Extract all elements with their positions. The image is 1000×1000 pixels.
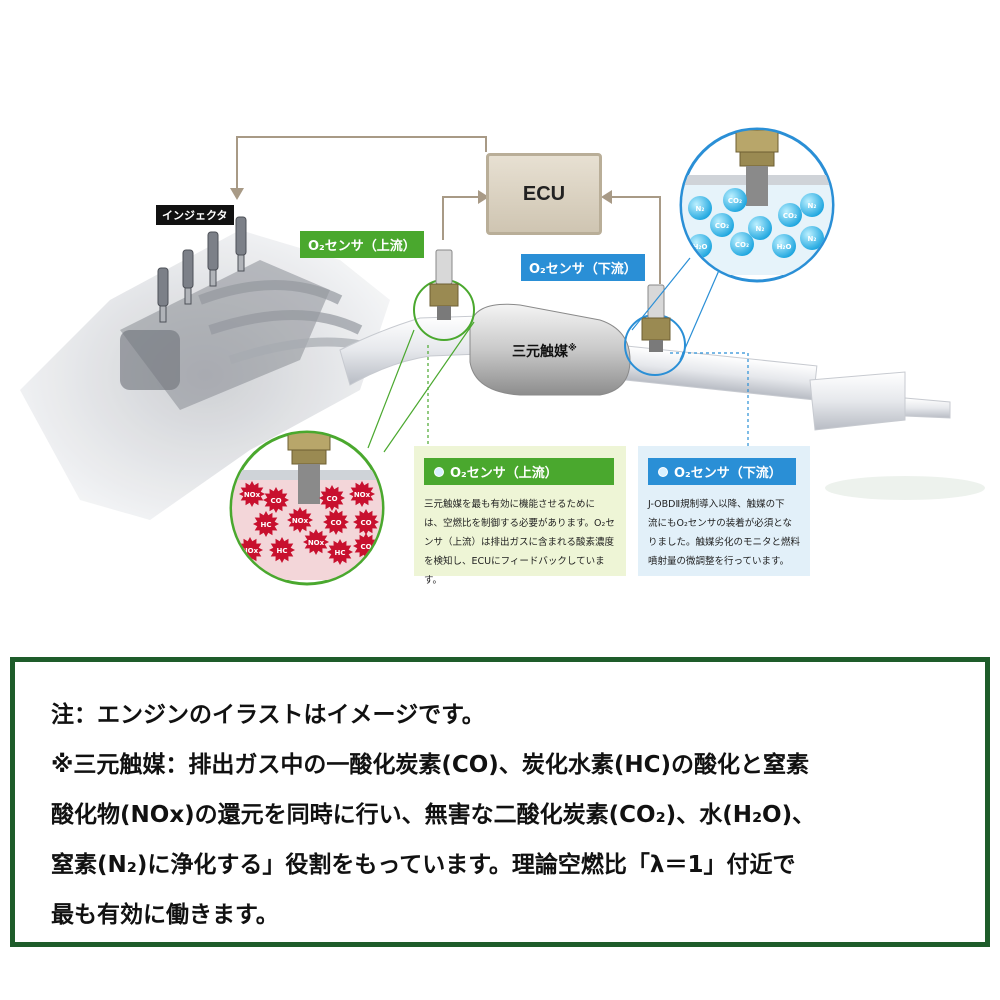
pollutant-label: HC	[277, 547, 288, 555]
pollutant-molecule	[237, 537, 263, 563]
clean-molecule	[772, 234, 796, 258]
catalyst-label: 三元触媒※	[512, 343, 577, 360]
clean-molecule	[710, 213, 734, 237]
clean-molecule	[800, 226, 824, 250]
clean-gas-label: N₂	[756, 225, 765, 233]
downstream-info-box: O₂センサ（下流） J-OBDⅡ規制導入以降、触媒の下 流にもO₂センサの装着が…	[638, 446, 810, 576]
note-line: ※三元触媒：排出ガス中の一酸化炭素(CO)、炭化水素(HC)の酸化と窒素	[51, 752, 809, 778]
clean-gas-label: CO₂	[728, 197, 742, 205]
injectors	[157, 216, 247, 323]
clean-gas-label: N₂	[808, 202, 817, 210]
pollutant-label: CO	[360, 543, 371, 551]
note-line: 最も有効に働きます。	[51, 902, 279, 928]
pollutant-label: NOx	[354, 491, 371, 499]
ecu-box: ECU	[486, 153, 602, 235]
clean-gas-label: H₂O	[693, 243, 708, 251]
pollutant-label: NOx	[244, 491, 261, 499]
pollutant-label: HC	[335, 549, 346, 557]
downstream-zoom-view: N₂ CO₂ CO₂ N₂ CO₂ N₂ H₂O CO₂ H₂O N₂	[679, 127, 835, 283]
clean-molecule	[748, 216, 772, 240]
pollutant-label: HC	[261, 521, 272, 529]
clean-gas-label: H₂O	[777, 243, 792, 251]
pollutant-molecule	[327, 539, 353, 565]
pollutant-label: CO	[326, 495, 337, 503]
clean-gas-label: CO₂	[783, 212, 797, 220]
note-line: 注：エンジンのイラストはイメージです。	[51, 702, 485, 728]
pollutant-molecule	[263, 487, 289, 513]
upstream-info-title: O₂センサ（上流）	[424, 458, 614, 485]
downstream-info-text: J-OBDⅡ規制導入以降、触媒の下 流にもO₂センサの装着が必須とな りました。…	[648, 499, 801, 567]
o2-upstream-label: O₂センサ（上流）	[300, 231, 424, 258]
pollutant-molecule	[349, 481, 375, 507]
pollutant-molecule	[239, 481, 265, 507]
clean-gas-label: N₂	[696, 205, 705, 213]
clean-gas-label: CO₂	[715, 222, 729, 230]
pollutant-label: NOx	[308, 539, 325, 547]
downstream-info-title: O₂センサ（下流）	[648, 458, 796, 485]
clean-molecule	[778, 203, 802, 227]
note-line: 窒素(N₂)に浄化する」役割をもっています。理論空燃比「λ＝1」付近で	[51, 852, 796, 878]
upstream-info-text: 三元触媒を最も有効に機能させるために は、空燃比を制御する必要があります。O₂セ…	[424, 499, 615, 586]
pollutant-label: CO	[330, 519, 341, 527]
pollutant-molecule	[253, 511, 279, 537]
pollutant-molecule	[287, 507, 313, 533]
clean-molecule	[800, 193, 824, 217]
pollutant-molecule	[303, 529, 329, 555]
note-line: 酸化物(NOx)の還元を同時に行い、無害な二酸化炭素(CO₂)、水(H₂O)、	[51, 802, 816, 828]
note-box: 注：エンジンのイラストはイメージです。 ※三元触媒：排出ガス中の一酸化炭素(CO…	[10, 657, 990, 947]
pollutant-label: NOx	[292, 517, 309, 525]
clean-gas-label: CO₂	[735, 241, 749, 249]
pollutant-molecule	[269, 537, 295, 563]
pollutant-molecule	[323, 509, 349, 535]
upstream-info-box: O₂センサ（上流） 三元触媒を最も有効に機能させるために は、空燃比を制御する必…	[414, 446, 626, 586]
bullet-icon	[658, 466, 668, 477]
ecu-feedback-arrows	[236, 136, 661, 284]
o2-sensor-downstream	[624, 284, 686, 376]
pollutant-label: NOx	[242, 547, 259, 555]
o2-downstream-label: O₂センサ（下流）	[521, 254, 645, 281]
pollutant-label: CO	[360, 519, 371, 527]
pollutant-molecule	[353, 533, 379, 559]
clean-molecule	[688, 196, 712, 220]
o2-sensor-upstream	[413, 249, 475, 341]
clean-molecule	[723, 188, 747, 212]
clean-molecule	[730, 232, 754, 256]
bullet-icon	[434, 466, 444, 477]
pollutant-label: CO	[270, 497, 281, 505]
pollutant-molecule	[319, 485, 345, 511]
exhaust-pipe	[339, 315, 951, 431]
pollutant-molecule	[353, 509, 379, 535]
injector-label: インジェクタ	[156, 205, 234, 225]
clean-gas-label: N₂	[808, 235, 817, 243]
